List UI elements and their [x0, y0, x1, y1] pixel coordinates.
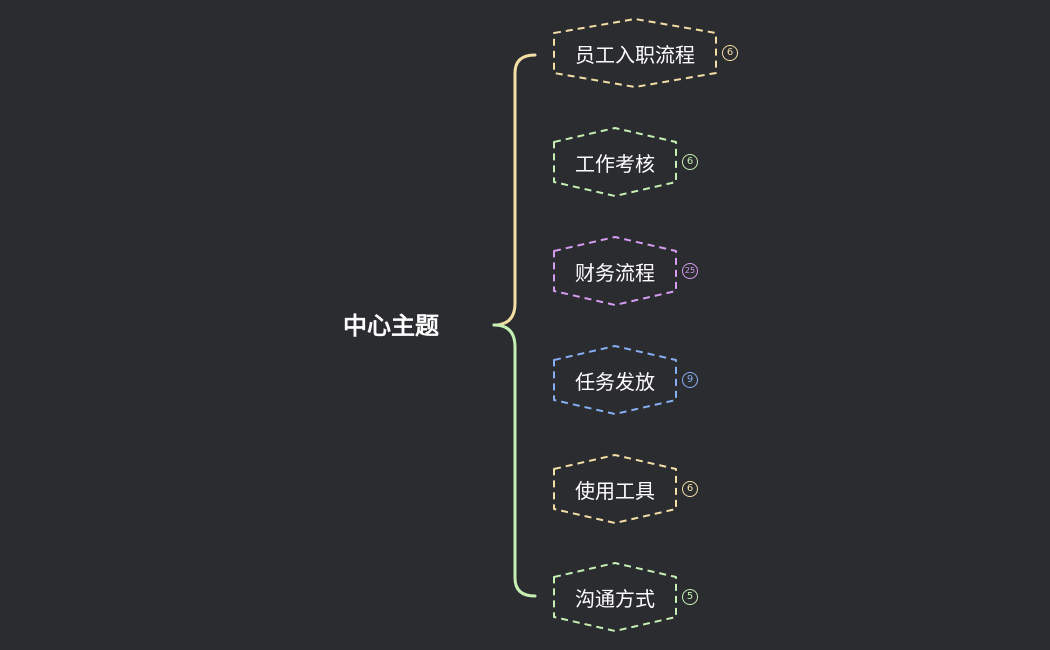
- child-count-badge[interactable]: 5: [682, 589, 698, 605]
- topic-border: [553, 18, 717, 88]
- topic-label: 使用工具: [575, 478, 655, 503]
- topic-label: 财务流程: [575, 260, 655, 285]
- topic-label: 员工入职流程: [575, 42, 695, 67]
- child-count-badge[interactable]: 25: [682, 263, 698, 279]
- child-count-badge[interactable]: 6: [722, 45, 738, 61]
- child-count-badge[interactable]: 9: [682, 372, 698, 388]
- topic-border: [553, 236, 677, 306]
- topic-node[interactable]: 沟通方式: [554, 563, 676, 631]
- topic-label: 任务发放: [575, 369, 655, 394]
- topic-border: [553, 454, 677, 524]
- topic-border: [553, 345, 677, 415]
- central-topic[interactable]: 中心主题: [343, 312, 439, 340]
- topic-border: [553, 562, 677, 632]
- branch-line-upper: [492, 53, 537, 327]
- topic-border: [553, 127, 677, 197]
- child-count-badge[interactable]: 6: [682, 481, 698, 497]
- topic-label: 沟通方式: [575, 586, 655, 611]
- branch-line-lower: [492, 323, 537, 598]
- topic-label: 工作考核: [575, 151, 655, 176]
- child-count-badge[interactable]: 6: [682, 154, 698, 170]
- topic-node[interactable]: 使用工具: [554, 455, 676, 523]
- topic-node[interactable]: 工作考核: [554, 128, 676, 196]
- topic-node[interactable]: 任务发放: [554, 346, 676, 414]
- topic-node[interactable]: 员工入职流程: [554, 19, 716, 87]
- topic-node[interactable]: 财务流程: [554, 237, 676, 305]
